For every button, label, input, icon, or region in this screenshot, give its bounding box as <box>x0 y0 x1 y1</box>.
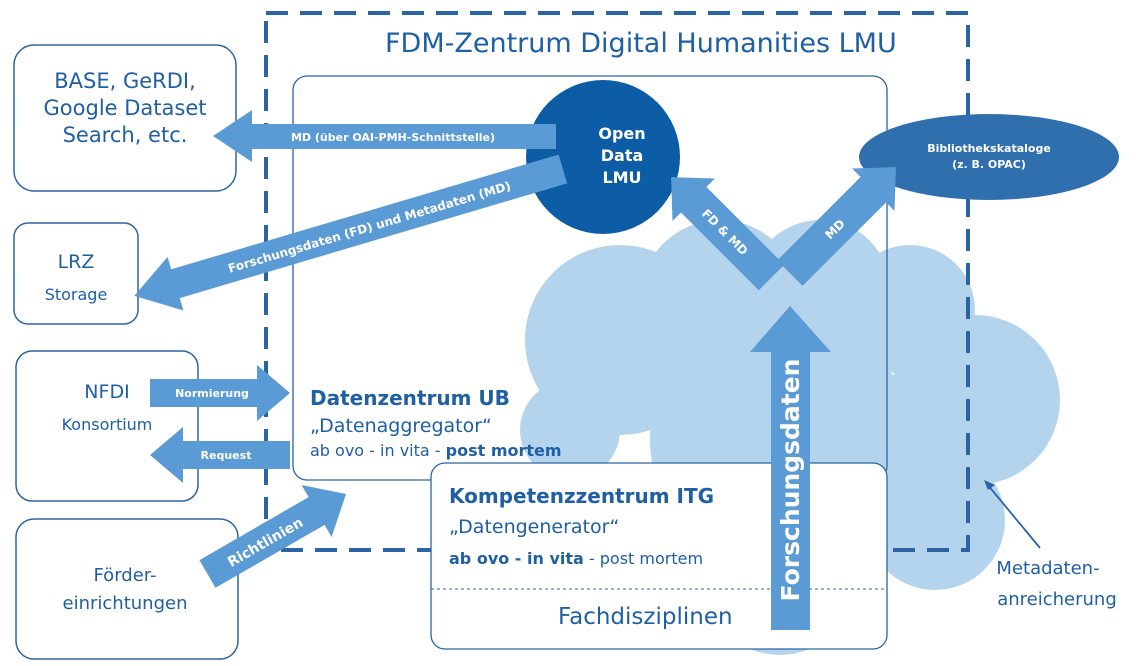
arrow-md-oai-label: MD (über OAI-PMH-Schnittstelle) <box>291 131 495 144</box>
fdm-zentrum-title: FDM-Zentrum Digital Humanities LMU <box>385 28 897 59</box>
metadaten-line2: anreicherung <box>997 589 1117 610</box>
fachdisziplinen-label: Fachdisziplinen <box>558 604 733 630</box>
foerder-line2: einrichtungen <box>63 593 188 614</box>
lrz-sub: Storage <box>45 285 108 304</box>
kompetenzzentrum-phase-normal: - post mortem <box>584 549 703 568</box>
lrz-box: LRZ Storage <box>13 222 139 325</box>
foerder-box: Förder- einrichtungen <box>15 518 239 660</box>
base-line1: BASE, GeRDI, <box>54 69 196 93</box>
foerder-line1: Förder- <box>93 565 156 586</box>
kompetenzzentrum-role: „Datengenerator“ <box>449 516 619 538</box>
lrz-name: LRZ <box>58 251 95 273</box>
arrow-request: Request <box>150 427 290 483</box>
arrow-request-label: Request <box>201 449 252 462</box>
datenzentrum-title: Datenzentrum UB <box>310 386 510 410</box>
bibliothek-line1: Bibliothekskataloge <box>927 142 1051 155</box>
open-data-line1: Open <box>598 124 645 143</box>
base-box: BASE, GeRDI, Google Dataset Search, etc. <box>13 44 237 192</box>
open-data-line3: LMU <box>602 168 641 187</box>
arrow-normierung-label: Normierung <box>175 387 249 400</box>
datenzentrum-phases: ab ovo - in vita - post mortem <box>310 441 562 460</box>
nfdi-box: NFDI Konsortium <box>15 350 199 502</box>
metadaten-anreicherung: Metadaten- anreicherung <box>984 480 1117 610</box>
datenzentrum-phase-normal: ab ovo - in vita - <box>310 441 446 460</box>
base-line2: Google Dataset <box>44 96 207 120</box>
base-line3: Search, etc. <box>63 123 188 147</box>
fdm-zentrum-frame <box>264 11 970 552</box>
open-data-line2: Data <box>601 146 644 165</box>
arrow-md: MD <box>777 167 896 286</box>
metadaten-line1: Metadaten- <box>996 558 1099 579</box>
arrow-forschungsdaten: Forschungsdaten <box>750 306 831 630</box>
nfdi-sub: Konsortium <box>62 415 153 434</box>
kompetenzzentrum-title: Kompetenzzentrum ITG <box>449 484 714 508</box>
nfdi-name: NFDI <box>84 381 129 403</box>
arrow-md-oai: MD (über OAI-PMH-Schnittstelle) <box>213 110 556 162</box>
kompetenzzentrum-phase-bold: ab ovo - in vita <box>449 549 584 568</box>
datenzentrum-role: „Datenaggregator“ <box>310 415 492 437</box>
open-data-lmu: Open Data LMU <box>526 80 680 234</box>
arrow-forschungsdaten-label: Forschungsdaten <box>776 359 805 602</box>
kompetenzzentrum-phases: ab ovo - in vita - post mortem <box>449 549 703 568</box>
datenzentrum-phase-bold: post mortem <box>446 441 562 460</box>
arrow-normierung: Normierung <box>150 365 290 421</box>
bibliothekskataloge: Bibliothekskataloge (z. B. OPAC) <box>859 114 1119 200</box>
bibliothek-line2: (z. B. OPAC) <box>952 158 1026 171</box>
arrow-fd-md-label: Forschungsdaten (FD) und Metadaten (MD) <box>227 179 513 276</box>
